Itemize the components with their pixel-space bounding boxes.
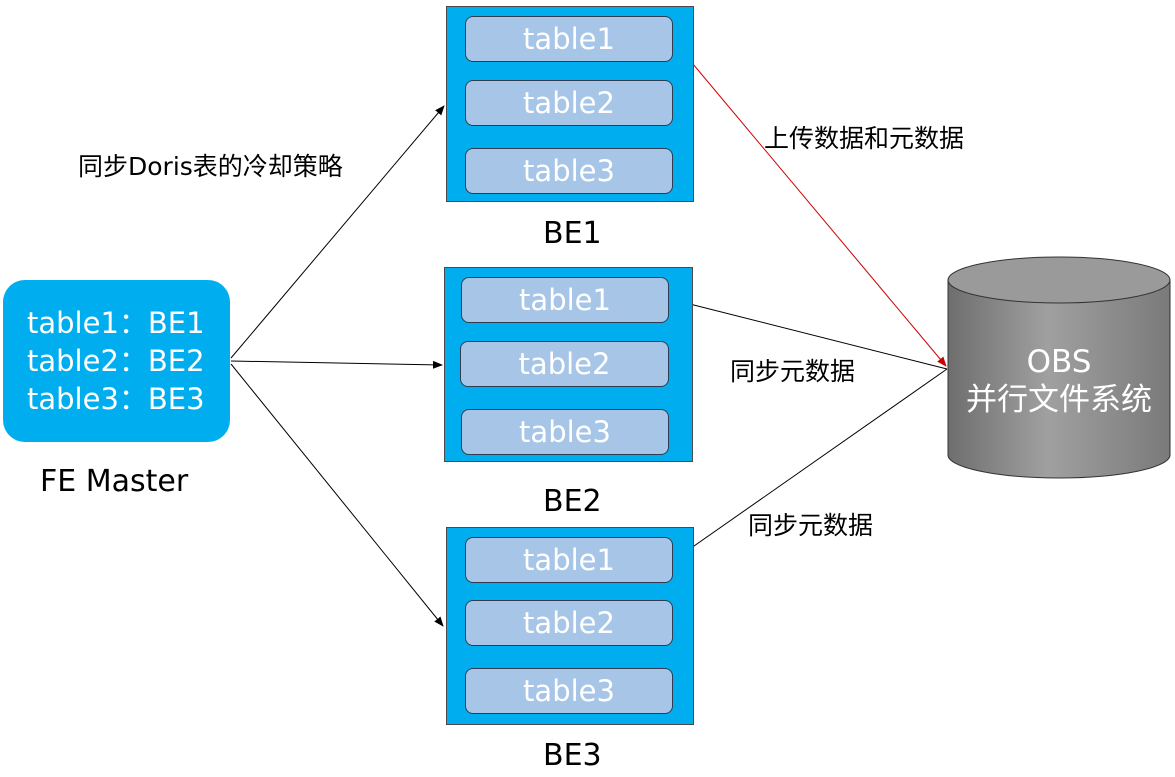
arrow-sync-to-be2 — [669, 297, 948, 370]
edge-label-sync-be2: 同步元数据 — [730, 357, 856, 386]
be1-table1: table1 — [465, 16, 673, 62]
be1-box: table1 table2 table3 — [446, 6, 694, 202]
be3-table1: table1 — [465, 537, 673, 583]
fe-master-label: FE Master — [40, 464, 189, 499]
be2-box: table1 table2 table3 — [444, 267, 693, 462]
be1-label: BE1 — [543, 216, 602, 251]
obs-subtitle: 并行文件系统 — [966, 382, 1152, 418]
be3-table2: table2 — [465, 600, 673, 646]
be3-label: BE3 — [543, 738, 602, 773]
edge-label-cooldown-policy: 同步Doris表的冷却策略 — [78, 152, 343, 181]
arrow-fe-to-be2 — [230, 360, 443, 369]
edge-label-upload: 上传数据和元数据 — [764, 124, 965, 153]
obs-title: OBS — [1026, 344, 1092, 380]
be1-table3: table3 — [465, 148, 673, 194]
be2-table2: table2 — [460, 341, 669, 387]
fe-mapping-line-2: table2：BE2 — [27, 344, 205, 378]
obs-cylinder — [947, 256, 1171, 479]
fe-mapping-line-3: table3：BE3 — [27, 382, 205, 416]
be3-box: table1 table2 table3 — [446, 527, 694, 725]
edge-label-sync-be3: 同步元数据 — [748, 511, 874, 540]
fe-master-box: table1：BE1 table2：BE2 table3：BE3 — [3, 280, 230, 442]
be2-table3: table3 — [461, 409, 669, 455]
arrow-fe-to-be1 — [230, 105, 445, 359]
be2-table1: table1 — [461, 277, 669, 323]
arrow-upload-to-obs — [671, 38, 947, 367]
be2-label: BE2 — [543, 484, 602, 519]
arrow-fe-to-be3 — [230, 363, 444, 627]
arrow-sync-to-be3 — [673, 368, 948, 561]
be1-table2: table2 — [465, 80, 673, 126]
be3-table3: table3 — [465, 668, 673, 714]
fe-mapping-line-1: table1：BE1 — [27, 306, 205, 340]
